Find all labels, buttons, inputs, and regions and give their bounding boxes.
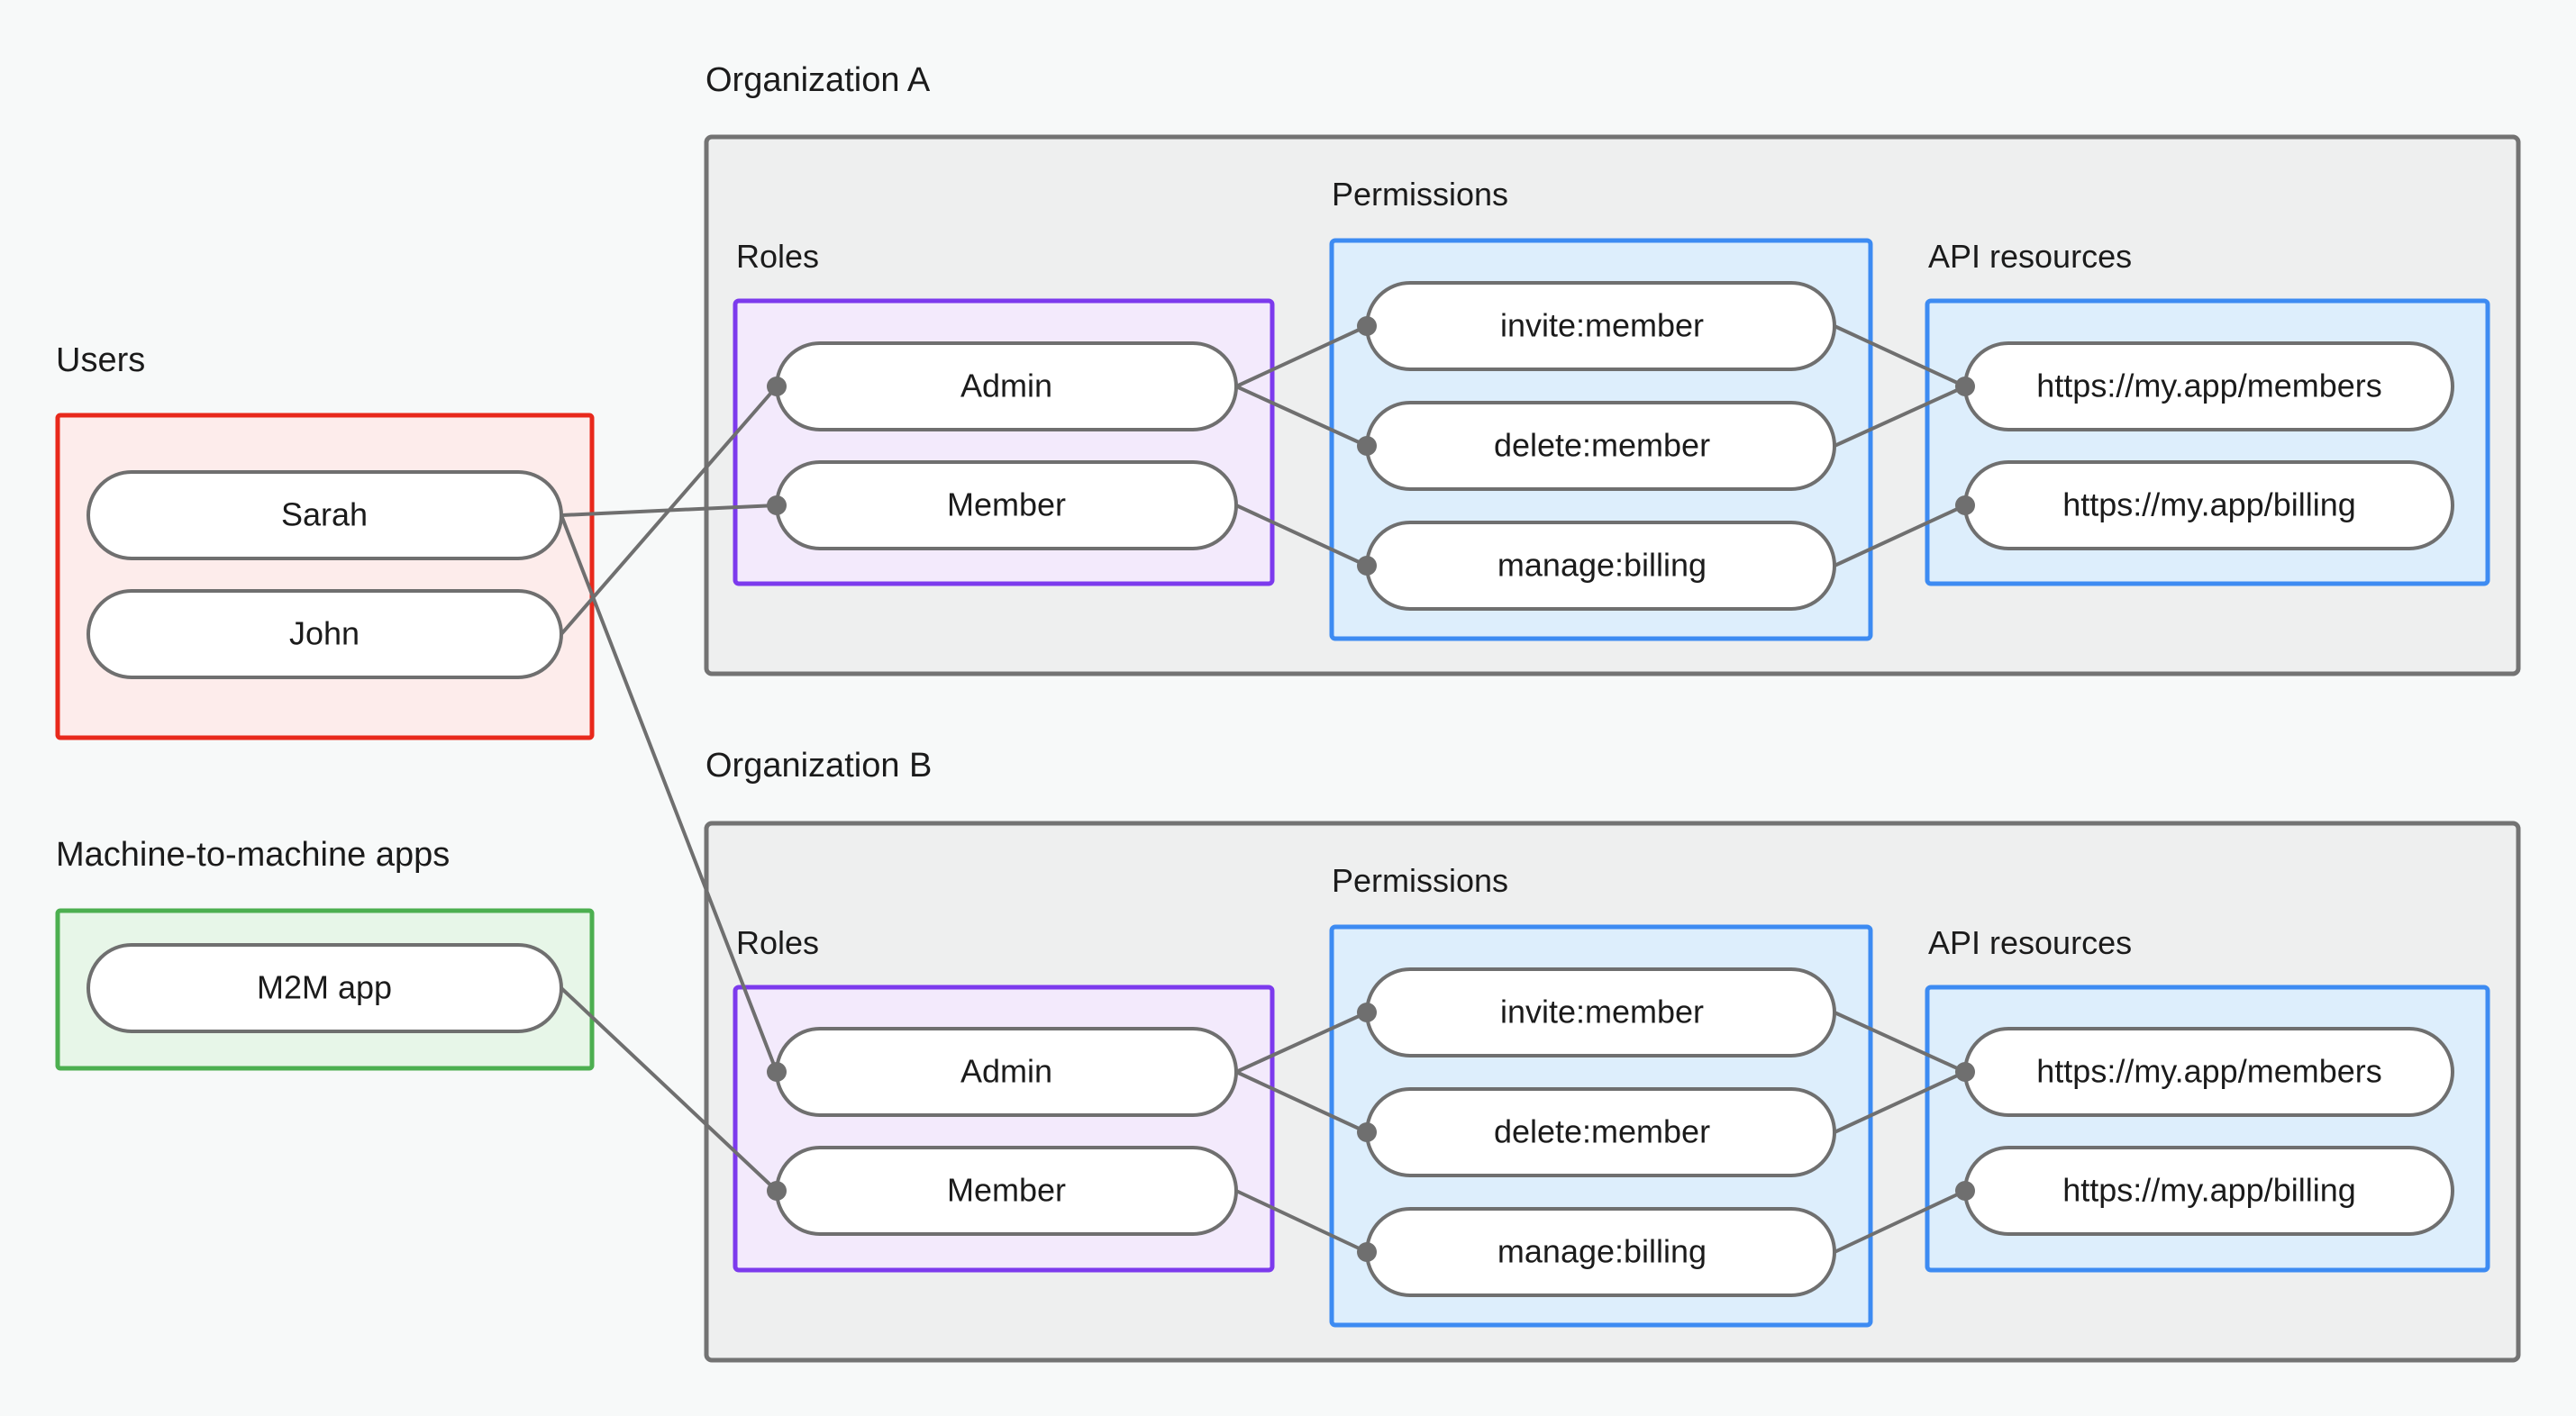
org-b-permissions-title: Permissions <box>1332 862 1508 899</box>
users-group <box>55 413 595 740</box>
org-b-api-resources-title: API resources <box>1928 924 2132 961</box>
org-b-api-resource-label-members: https://my.app/members <box>2036 1053 2381 1090</box>
org-b-role-member-anchor-dot <box>767 1181 787 1201</box>
edge-org-a-billing-to-billing-resource <box>1834 504 1966 567</box>
edge-org-b-admin-to-invite <box>1235 1011 1368 1074</box>
org-b-role-label-member: Member <box>947 1172 1066 1209</box>
edge-org-b-member-to-billing <box>1235 1189 1368 1254</box>
edge-org-a-admin-to-invite <box>1235 324 1368 388</box>
org-b-role-label-admin: Admin <box>960 1053 1052 1090</box>
edge-org-b-invite-to-members-resource <box>1834 1011 1966 1074</box>
org-a-permission-label-billing: manage:billing <box>1497 547 1707 584</box>
org-a-permission-delete-anchor-dot <box>1357 436 1377 456</box>
machine-to-machine-apps-title: Machine-to-machine apps <box>56 836 450 874</box>
edge-org-b-admin-to-delete <box>1235 1070 1368 1134</box>
user-node-sarah[interactable]: Sarah <box>86 470 563 560</box>
org-a-role-member-anchor-dot <box>767 495 787 515</box>
org-b-permission-node-delete[interactable]: delete:member <box>1357 1087 1836 1177</box>
org-a-api-resource-node-billing[interactable]: https://my.app/billing <box>1955 460 2454 550</box>
m2m-label-app: M2M app <box>257 969 392 1006</box>
user-pill-sarah[interactable] <box>86 470 563 560</box>
org-a-api-resource-label-members: https://my.app/members <box>2036 368 2381 404</box>
user-pill-john[interactable] <box>86 589 563 679</box>
org-a-permissions-title: Permissions <box>1332 176 1508 213</box>
org-a-roles-title: Roles <box>736 238 819 275</box>
org-a-permission-label-invite: invite:member <box>1500 307 1704 344</box>
org-b-api-resource-billing-anchor-dot <box>1955 1181 1975 1201</box>
edge-org-a-delete-to-members-resource <box>1834 385 1966 448</box>
edge-org-a-admin-to-delete <box>1235 385 1368 448</box>
org-b-roles-title: Roles <box>736 924 819 961</box>
user-label-sarah: Sarah <box>281 496 368 533</box>
edge-org-b-billing-to-billing-resource <box>1834 1189 1966 1254</box>
org-b-permission-delete-anchor-dot <box>1357 1122 1377 1142</box>
connection-edges <box>560 324 1966 1254</box>
org-a-role-node-admin[interactable]: Admin <box>767 341 1238 431</box>
org-a-role-admin-anchor-dot <box>767 377 787 396</box>
org-a-api-resource-label-billing: https://my.app/billing <box>2062 486 2356 523</box>
org-a-role-node-member[interactable]: Member <box>767 460 1238 550</box>
organization-b-title: Organization B <box>705 747 932 785</box>
edge-sarah-to-org-b-admin <box>560 514 778 1073</box>
org-b-role-node-admin[interactable]: Admin <box>767 1027 1238 1117</box>
edge-org-b-delete-to-members-resource <box>1834 1070 1966 1134</box>
org-b-api-resource-node-members[interactable]: https://my.app/members <box>1955 1027 2454 1117</box>
org-a-permission-label-delete: delete:member <box>1494 427 1710 464</box>
org-b-permission-invite-anchor-dot <box>1357 1003 1377 1022</box>
org-a-api-resource-members-anchor-dot <box>1955 377 1975 396</box>
edge-org-a-invite-to-members-resource <box>1834 324 1966 388</box>
edge-org-a-member-to-billing <box>1235 504 1368 567</box>
org-a-permission-node-delete[interactable]: delete:member <box>1357 401 1836 491</box>
org-a-permission-invite-anchor-dot <box>1357 316 1377 336</box>
org-b-permission-billing-anchor-dot <box>1357 1242 1377 1262</box>
m2m-pill-app[interactable] <box>86 943 563 1033</box>
org-b-permission-node-billing[interactable]: manage:billing <box>1357 1207 1836 1297</box>
org-a-api-resources-title: API resources <box>1928 238 2132 275</box>
org-a-role-label-member: Member <box>947 486 1066 523</box>
org-b-permission-node-invite[interactable]: invite:member <box>1357 967 1836 1057</box>
org-b-permission-label-billing: manage:billing <box>1497 1233 1707 1270</box>
org-b-api-resource-node-billing[interactable]: https://my.app/billing <box>1955 1146 2454 1236</box>
org-a-permission-node-invite[interactable]: invite:member <box>1357 281 1836 371</box>
org-a-permission-node-billing[interactable]: manage:billing <box>1357 521 1836 611</box>
m2m-node-app[interactable]: M2M app <box>86 943 563 1033</box>
org-b-permission-label-invite: invite:member <box>1500 994 1704 1030</box>
organization-a-title: Organization A <box>705 61 931 99</box>
org-a-api-resource-node-members[interactable]: https://my.app/members <box>1955 341 2454 431</box>
org-a-permission-billing-anchor-dot <box>1357 556 1377 576</box>
org-b-permission-label-delete: delete:member <box>1494 1113 1710 1150</box>
edge-john-to-org-a-admin <box>560 385 778 636</box>
org-a-role-label-admin: Admin <box>960 368 1052 404</box>
user-node-john[interactable]: John <box>86 589 563 679</box>
users-title: Users <box>56 341 145 379</box>
org-b-role-node-member[interactable]: Member <box>767 1146 1238 1236</box>
org-b-api-resource-label-billing: https://my.app/billing <box>2062 1172 2356 1209</box>
org-a-api-resource-billing-anchor-dot <box>1955 495 1975 515</box>
org-b-role-admin-anchor-dot <box>767 1062 787 1082</box>
edge-m2m-to-org-b-member <box>560 986 778 1193</box>
user-label-john: John <box>289 615 360 652</box>
org-b-api-resource-members-anchor-dot <box>1955 1062 1975 1082</box>
